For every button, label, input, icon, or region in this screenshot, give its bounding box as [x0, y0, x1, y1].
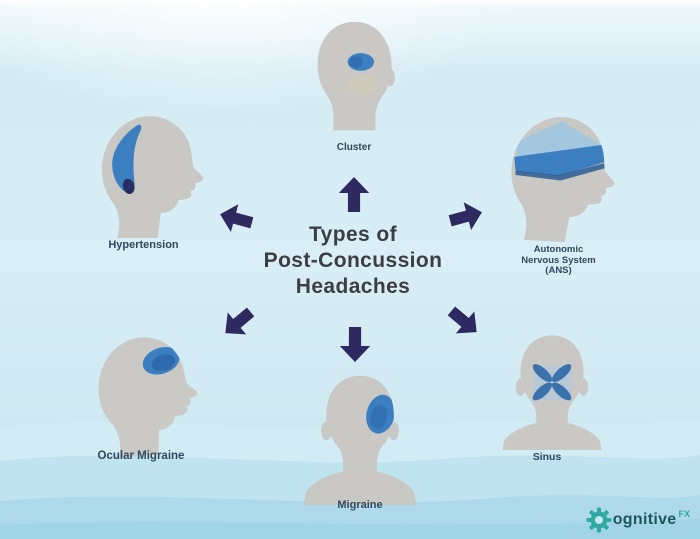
arrow-down-icon [339, 327, 371, 362]
head-cluster-silhouette [317, 21, 395, 131]
logo-text: ognitive [612, 511, 677, 528]
label-ans: Autonomic Nervous System (ANS) [496, 244, 621, 277]
head-migraine [296, 372, 424, 505]
head-hypertension [96, 112, 211, 238]
label-ans-line-2: Nervous System [521, 254, 596, 266]
title-line-3: Headaches [295, 275, 411, 298]
arrow-up-icon [338, 177, 370, 212]
label-ocular-migraine: Ocular Migraine [97, 450, 185, 462]
head-migraine-silhouette [303, 375, 417, 505]
arrow-lower-left-icon [216, 300, 261, 344]
logo-suffix: FX [678, 509, 690, 519]
label-ans-line-1: Autonomic [533, 244, 584, 255]
label-migraine: Migraine [337, 499, 383, 511]
head-ocular-silhouette [98, 337, 198, 458]
pain-region-ans [514, 144, 607, 177]
head-sinus [487, 332, 617, 450]
title-line-2: Post-Concussion [263, 249, 443, 272]
label-cluster: Cluster [336, 142, 372, 153]
head-ans [502, 110, 627, 245]
cognitive-fx-logo: ognitive FX [586, 507, 690, 533]
head-sinus-silhouette [502, 335, 602, 450]
arrow-upper-left-icon [216, 200, 256, 238]
arrow-lower-right-icon [442, 299, 487, 343]
label-hypertension: Hypertension [108, 239, 179, 251]
title-line-1: Types of [309, 223, 397, 246]
arrow-upper-right-icon [446, 198, 486, 236]
label-sinus: Sinus [532, 451, 562, 463]
gear-icon [586, 507, 612, 533]
head-ans-silhouette [511, 116, 615, 243]
pain-region-sinus [532, 364, 573, 401]
head-cluster [303, 19, 403, 144]
pain-region-hypertension [112, 124, 142, 193]
head-ocular-migraine [85, 328, 213, 460]
diagram-title: Types of Post-Concussion Headaches [218, 222, 488, 300]
label-ans-line-3: (ANS) [545, 265, 572, 276]
head-hypertension-silhouette [101, 116, 204, 238]
